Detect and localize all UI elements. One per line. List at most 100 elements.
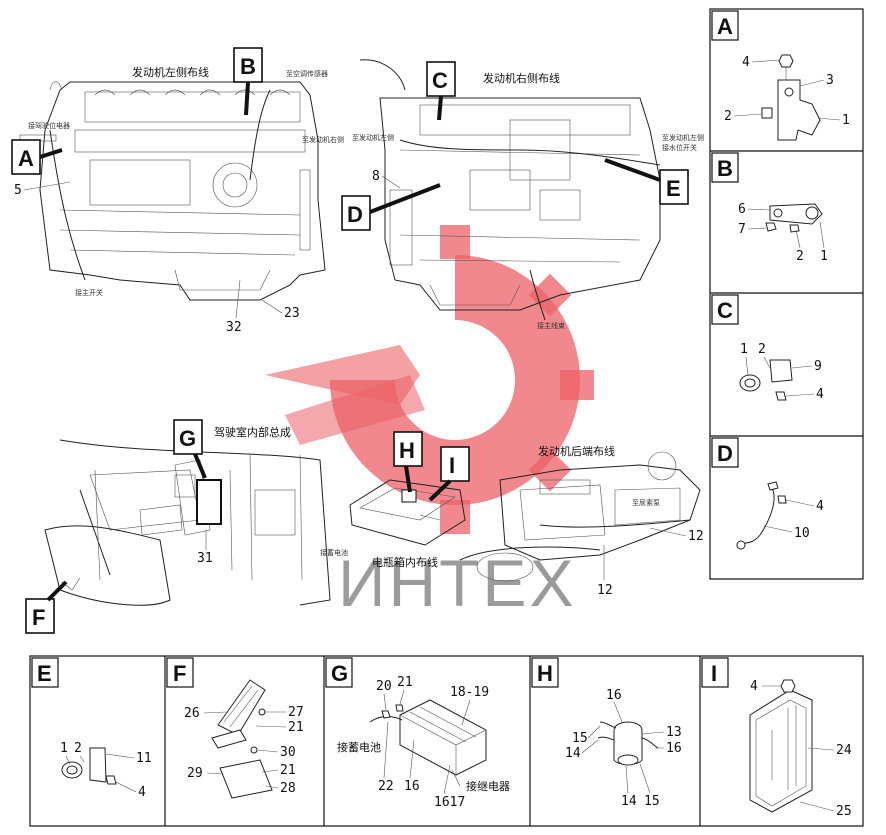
svg-text:B: B [717,156,733,181]
detail-E[interactable]: E 1 2 11 4 [31,657,152,800]
detail-F-label-26: 26 [184,706,200,721]
detail-H-label-15a: 15 [572,731,588,746]
detail-G-label-16: 16 [404,779,420,794]
detail-A[interactable]: A 4 3 2 1 [711,10,850,141]
detail-B-label-7: 7 [738,222,746,237]
note-ac-sensor: 至空调传感器 [286,69,328,78]
part-label-32: 32 [226,320,242,335]
detail-E-label-2: 2 [74,741,82,756]
detail-G-label-18-19: 18-19 [450,685,489,700]
svg-text:I: I [711,661,717,686]
detail-row-frame [29,655,864,827]
engine-rear-view: 发动机后端布线 至尿素泵 [459,444,701,582]
detail-F[interactable]: F 26 27 21 30 29 21 28 [166,657,304,799]
detail-H[interactable]: H 16 15 13 14 16 14 15 [531,657,682,809]
battery-box-view: 电瓶箱内布线 接蓄电池 [320,479,466,569]
detail-I-label-4: 4 [750,679,758,694]
callout-A[interactable]: A [11,139,63,175]
svg-text:E: E [666,176,681,201]
detail-C-label-2: 2 [758,342,766,357]
detail-F-label-21a: 21 [288,720,304,735]
svg-text:H: H [399,438,415,463]
note-urea-pump: 至尿素泵 [632,498,660,507]
detail-H-label-13: 13 [666,725,682,740]
detail-F-label-27: 27 [288,705,304,720]
svg-text:D: D [717,441,733,466]
detail-I[interactable]: I 4 24 25 [701,657,852,819]
svg-text:A: A [18,146,34,171]
svg-text:H: H [537,661,553,686]
detail-F-label-21b: 21 [280,763,296,778]
svg-text:G: G [179,426,196,451]
detail-H-label-16a: 16 [606,688,622,703]
svg-text:C: C [432,68,448,93]
detail-A-label-2: 2 [724,109,732,124]
engine-rear-title: 发动机后端布线 [538,444,615,458]
note-water-switch: 接水位开关 [662,143,697,152]
detail-G-label-20: 20 [376,679,392,694]
detail-E-label-4: 4 [138,785,146,800]
note-engine-left-a: 至发动机左侧 [352,133,394,142]
detail-E-label-1: 1 [60,741,68,756]
detail-A-label-1: 1 [842,113,850,128]
detail-C-label-1: 1 [740,342,748,357]
callout-B[interactable]: B [233,47,263,116]
callout-G[interactable]: G [173,419,207,479]
detail-G-label-22: 22 [378,779,394,794]
detail-G-note-relay: 接继电器 [466,780,510,793]
detail-G-note-battery: 接蓄电池 [337,741,381,754]
engine-right-view: 发动机右侧布线 至发动机左侧 至发动机左侧 接水位开关 接主线束 [352,59,704,330]
detail-C[interactable]: C 1 2 9 4 [711,294,824,402]
detail-H-label-16b: 16 [666,741,682,756]
callout-H[interactable]: H [393,431,423,493]
detail-B[interactable]: B 6 7 2 1 [711,152,828,264]
part-label-31: 31 [197,551,213,566]
callout-F[interactable]: F [25,580,68,634]
detail-G-label-1617: 1617 [434,795,465,810]
detail-column-frame [709,8,864,580]
detail-B-label-6: 6 [738,202,746,217]
detail-F-label-28: 28 [280,781,296,796]
detail-F-label-29: 29 [187,766,203,781]
part-label-12b: 12 [597,583,613,598]
detail-I-label-25: 25 [836,804,852,819]
svg-text:F: F [173,661,186,686]
detail-C-label-9: 9 [814,359,822,374]
note-cab-connector: 接主开关 [75,288,103,297]
svg-text:B: B [240,54,256,79]
detail-G[interactable]: G 20 21 18-19 22 16 1617 接蓄电池 接继电器 [325,657,510,810]
detail-E-label-11: 11 [136,751,152,766]
note-engine-left-b: 至发动机左侧 [662,133,704,142]
detail-D[interactable]: D 4 10 [711,437,824,550]
svg-text:G: G [331,661,348,686]
detail-A-label-3: 3 [826,73,834,88]
detail-H-label-14b: 14 [621,794,637,809]
detail-I-label-24: 24 [836,743,852,758]
cab-title: 驾驶室内部总成 [214,425,291,439]
svg-text:A: A [717,14,733,39]
detail-B-label-2: 2 [796,249,804,264]
svg-text:F: F [32,605,45,630]
note-main-harness: 接主线束 [537,321,565,330]
cab-interior-view: 驾驶室内部总成 [44,425,331,606]
callout-C[interactable]: C [426,61,456,121]
detail-G-label-21: 21 [397,675,413,690]
battery-title: 电瓶箱内布线 [372,555,438,569]
detail-D-label-10: 10 [794,526,810,541]
detail-H-label-15b: 15 [644,794,660,809]
detail-F-label-30: 30 [280,745,296,760]
note-main-switch: 接驾驶位电器 [28,121,70,130]
watermark-logo [265,225,594,534]
svg-text:C: C [717,298,733,323]
callout-E[interactable]: E [604,158,689,205]
detail-D-label-4: 4 [816,499,824,514]
detail-C-label-4: 4 [816,387,824,402]
svg-text:E: E [37,661,52,686]
detail-H-label-14a: 14 [565,746,581,761]
callout-I[interactable]: I [428,446,470,502]
callout-D[interactable]: D [341,183,441,231]
part-label-12a: 12 [688,529,704,544]
svg-text:D: D [347,202,363,227]
svg-text:I: I [449,453,455,478]
